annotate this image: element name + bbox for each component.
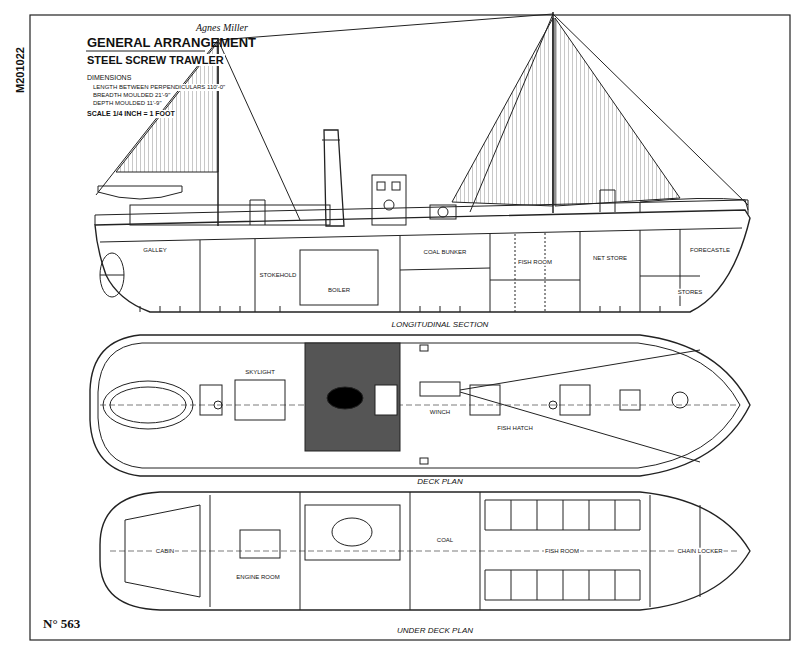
drawing-title: GENERAL ARRANGEMENT <box>86 36 257 50</box>
part-label: BOILER <box>327 287 351 294</box>
dimension-note: DIMENSIONS <box>86 74 132 82</box>
dimension-note: BREADTH MOULDED 21'-9" <box>92 92 171 99</box>
part-label: COAL <box>436 537 454 544</box>
part-label: GALLEY <box>142 247 167 254</box>
part-label: COAL BUNKER <box>423 249 468 256</box>
part-label: CHAIN LOCKER <box>676 548 723 555</box>
dimension-note: LENGTH BETWEEN PERPENDICULARS 110'-0" <box>92 84 226 91</box>
drawing-number: N° 563 <box>42 617 81 631</box>
part-label: FORECASTLE <box>689 247 731 254</box>
part-label: FISH ROOM <box>544 548 580 555</box>
part-label: CABIN <box>155 548 175 555</box>
part-label: FISH HATCH <box>496 425 534 432</box>
dimension-note: DEPTH MOULDED 11'-9" <box>92 100 163 107</box>
dimension-note: SCALE 1/4 INCH = 1 FOOT <box>86 110 176 118</box>
drawing-subtitle: STEEL SCREW TRAWLER <box>86 54 225 66</box>
view-title: LONGITUDINAL SECTION <box>391 321 490 330</box>
part-label: STOKEHOLD <box>259 272 298 279</box>
part-label: FISH ROOM <box>517 259 553 266</box>
archive-stamp: M201022 <box>14 46 26 94</box>
part-label: NET STORE <box>592 255 628 262</box>
part-label: STORES <box>677 289 704 296</box>
view-title: UNDER DECK PLAN <box>396 627 474 636</box>
part-label: WINCH <box>429 409 451 416</box>
view-title: DECK PLAN <box>416 478 463 487</box>
part-label: ENGINE ROOM <box>235 574 280 581</box>
part-label: SKYLIGHT <box>244 369 276 376</box>
signature: Agnes Miller <box>195 22 249 33</box>
